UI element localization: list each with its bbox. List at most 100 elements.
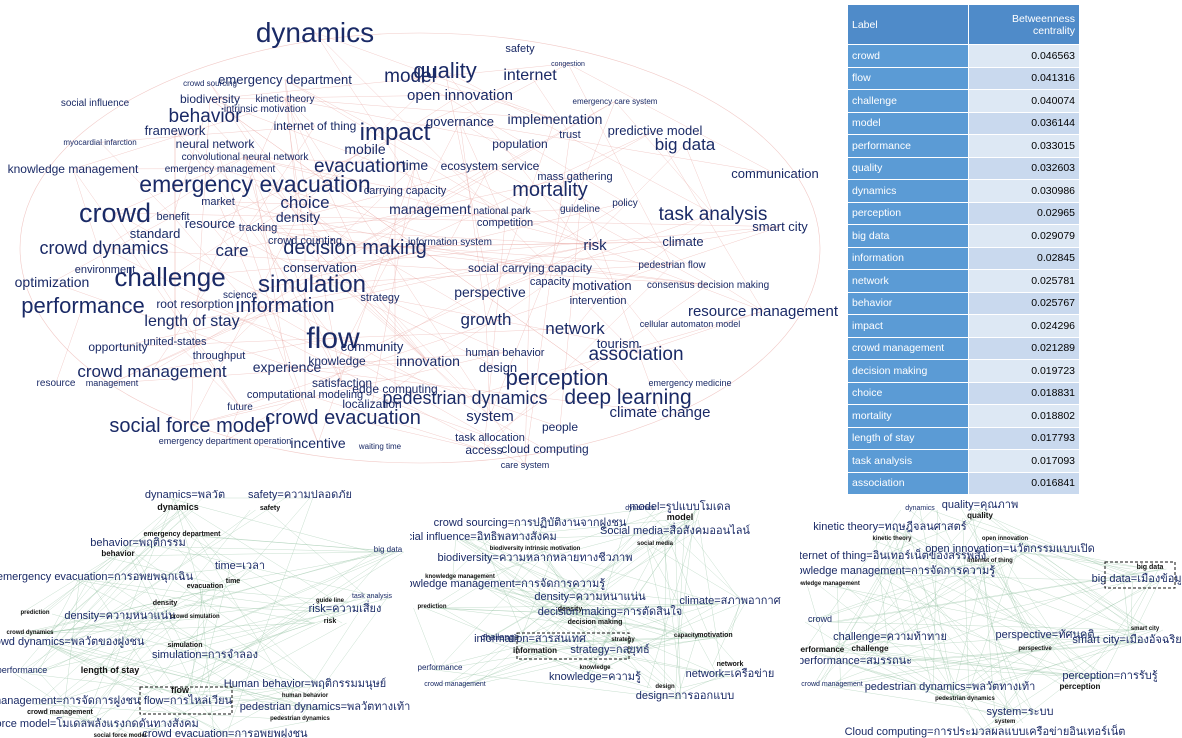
network-edge	[529, 74, 571, 135]
keyword-node-label: framework	[145, 123, 206, 138]
keyword-node-label: intrinsic motivation	[224, 104, 306, 115]
row-label: task analysis	[847, 449, 969, 473]
panel-edge	[168, 497, 373, 553]
network-edge	[304, 240, 673, 265]
keyword-node-label: simulation	[258, 271, 366, 298]
panel-edge	[1018, 551, 1131, 570]
network-edge	[336, 121, 461, 362]
row-betweenness-value: 0.025767	[968, 291, 1080, 315]
network-edge	[284, 98, 316, 127]
panel-edge	[168, 535, 311, 624]
panel-edge	[1021, 551, 1151, 570]
panel-edge	[554, 610, 702, 638]
keyword-node-label: capacity	[530, 276, 571, 288]
network-edge	[654, 130, 764, 312]
panel-edge	[536, 525, 680, 689]
panel-edge	[225, 551, 395, 584]
keyword-node-label: pedestrian flow	[638, 260, 706, 271]
panel-edge	[543, 509, 655, 643]
panel-edge	[967, 517, 1160, 583]
keyword-node-label: pedestrian dynamics	[935, 696, 995, 702]
panel-edge	[21, 672, 335, 711]
keyword-node-label: tourism	[597, 336, 640, 351]
keyword-node-label: crowd sourcing	[183, 79, 237, 88]
network-edge	[114, 212, 781, 227]
panel-edge	[698, 519, 723, 678]
row-label: performance	[847, 134, 969, 158]
translation-annotation: flow=การไหล่เวียน	[144, 694, 233, 707]
panel-edge	[580, 519, 690, 601]
network-edge	[314, 32, 637, 354]
panel-edge	[679, 509, 695, 638]
keyword-node-label: internet of thing	[274, 119, 357, 133]
keyword-node-label: biodiversity intrinsic motivation	[490, 546, 581, 552]
network-edge	[286, 352, 506, 368]
panel-edge	[212, 622, 312, 659]
row-label: association	[847, 471, 969, 495]
keyword-node-label: emergency evacuation	[139, 171, 370, 197]
panel-edge	[825, 685, 1011, 716]
keyword-node-label: growth	[460, 310, 511, 329]
network-edge	[332, 337, 373, 347]
keyword-node-label: conservation	[283, 260, 357, 275]
panel-edge	[901, 509, 933, 541]
panel-edge	[32, 535, 183, 674]
network-edge	[209, 83, 429, 362]
network-edge	[567, 63, 776, 174]
panel-edge	[482, 539, 527, 643]
keyword-node-label: safety	[505, 43, 535, 55]
panel-edge	[53, 644, 107, 674]
panel-edge	[47, 509, 194, 635]
panel-edge	[13, 672, 112, 738]
row-betweenness-value: 0.046563	[968, 44, 1080, 68]
keyword-node-label: motivation	[697, 632, 732, 639]
keyword-node-label: human behavior	[282, 693, 329, 699]
panel-edge	[804, 621, 852, 652]
keyword-node-label: big data	[655, 135, 716, 154]
keyword-node-label: social carrying capacity	[468, 261, 592, 275]
panel-edge	[893, 529, 1135, 631]
highlight-box	[139, 686, 233, 715]
translation-annotation: Cloud computing=การประมวลผลแบบเครือข่ายอ…	[845, 724, 1126, 738]
keyword-node-label: prediction	[417, 604, 446, 610]
network-edge	[314, 32, 431, 210]
keyword-node-label: quality	[967, 511, 993, 520]
keyword-node-label: resource management	[688, 303, 839, 320]
panel-edge	[909, 509, 1106, 680]
panel-edge	[674, 533, 681, 700]
panel-edge	[564, 610, 601, 616]
network-edge	[224, 406, 241, 442]
row-betweenness-value: 0.036144	[968, 111, 1080, 135]
keyword-node-label: crowd evacuation	[265, 407, 421, 429]
row-label: crowd management	[847, 336, 969, 360]
keyword-node-label: mortality	[512, 179, 588, 201]
network-edge	[239, 226, 781, 407]
panel-edge	[893, 551, 1025, 641]
row-label: impact	[847, 314, 969, 338]
panel-edge	[49, 644, 215, 738]
keyword-node-label: challenge	[481, 632, 520, 642]
row-label: model	[847, 111, 969, 135]
keyword-node-label: standard	[130, 226, 181, 241]
network-edge	[371, 165, 416, 405]
panel-edge	[595, 614, 670, 638]
network-edge	[354, 247, 709, 285]
keyword-node-label: decision making	[283, 237, 426, 259]
row-label: decision making	[847, 359, 969, 383]
panel-edge	[806, 584, 827, 653]
network-edge	[304, 70, 446, 203]
panel-edge	[844, 663, 1031, 716]
panel-edge	[474, 519, 661, 687]
panel-edge	[515, 509, 670, 562]
keyword-node-label: knowledge management	[800, 581, 860, 587]
keyword-node-label: risk	[583, 237, 607, 254]
panel-edge	[1018, 551, 1154, 631]
translation-annotation: strategy=กลยุทธ์	[570, 643, 649, 656]
network-edge	[244, 156, 429, 362]
keyword-node-label: perspective	[1018, 646, 1052, 652]
